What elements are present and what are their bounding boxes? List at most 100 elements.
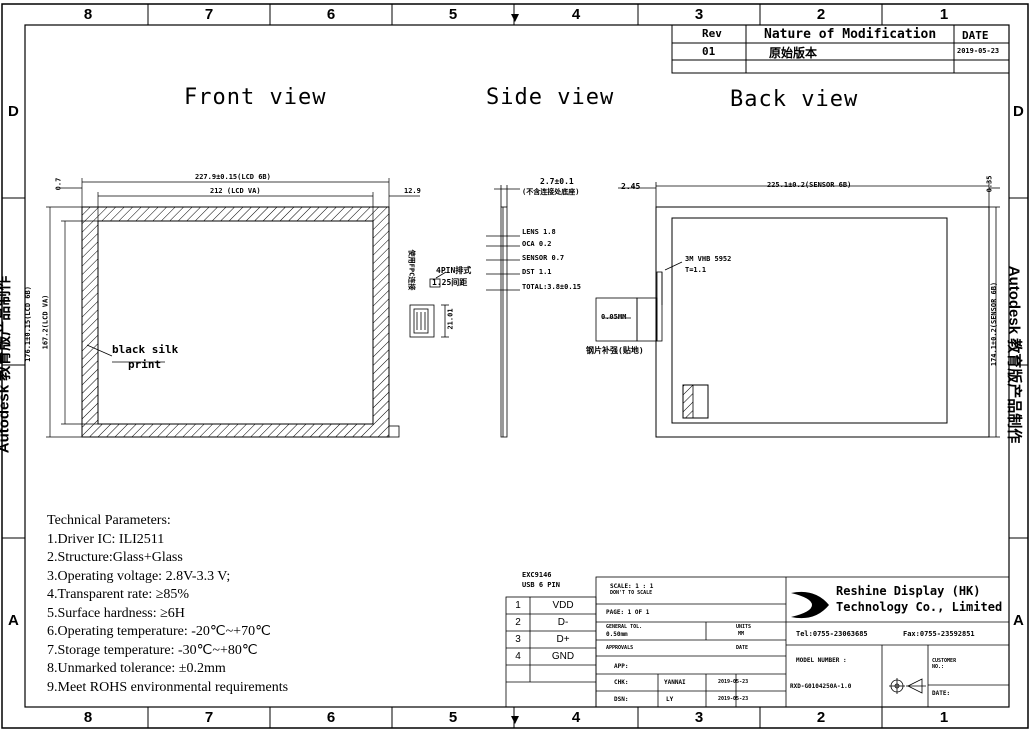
scale-note: DON'T TO SCALE: [610, 590, 653, 596]
chk-label: CHK:: [614, 679, 629, 686]
column-number: 2: [816, 6, 826, 23]
page-label: PAGE: 1 OF 1: [606, 609, 650, 616]
side-oca: OCA 0.2: [522, 240, 552, 248]
param-item: 6.Operating temperature: -20℃~+70℃: [47, 624, 271, 639]
dsn-label: DSN:: [614, 696, 629, 703]
column-number: 4: [571, 709, 581, 726]
column-number: 7: [204, 6, 214, 23]
pin-name: GND: [551, 651, 575, 662]
pinout-header-2: USB 6 PIN: [522, 581, 560, 589]
date-value: 2019-05-23: [957, 47, 1000, 55]
fpc-height: 21.01: [446, 308, 455, 330]
back-stiffener-note: 钢片补强(贴地): [586, 346, 644, 355]
units-label: UNITS: [736, 624, 752, 630]
front-va-height: 167.2(LCD VA): [41, 294, 50, 350]
pin-number: 4: [515, 651, 521, 662]
column-number: 5: [448, 6, 458, 23]
company-fax: Fax:0755-23592851: [903, 630, 975, 638]
back-tape-thickness: T=1.1: [685, 266, 707, 274]
params-title: Technical Parameters:: [47, 513, 171, 528]
pin-number: 2: [515, 617, 521, 628]
back-tape-spec: 3M VHB 5952: [685, 255, 732, 263]
front-overall-width: 227.9±0.15(LCD 6B): [195, 173, 271, 181]
column-number: 5: [448, 709, 458, 726]
param-item: 9.Meet ROHS environmental requirements: [47, 679, 289, 695]
app-label: APP:: [614, 663, 629, 670]
black-silk-label: black silk: [112, 343, 179, 356]
dsn-date: 2019-05-23: [718, 696, 749, 702]
back-right-offset: 0.35: [985, 175, 994, 193]
front-top-offset: 0.7: [54, 177, 63, 191]
company-logo: R X: [792, 599, 808, 609]
nature-header: Nature of Modification: [764, 27, 937, 42]
pinout-header-1: EXC9146: [522, 571, 552, 579]
side-total: TOTAL:3.8±0.15: [522, 283, 582, 291]
company-tel: Tel:0755-23063685: [796, 630, 868, 638]
front-va-width: 212 (LCD VA): [210, 187, 261, 195]
pin-name: D-: [557, 617, 569, 628]
column-number: 1: [939, 6, 949, 23]
print-label: print: [128, 358, 162, 371]
param-item: 4.Transparent rate: ≥85%: [47, 587, 190, 602]
param-item: 5.Surface hardness: ≥6H: [47, 605, 185, 621]
column-number: 3: [694, 709, 704, 726]
customer-no-label: CUSTOMER NO.:: [932, 658, 957, 670]
watermark-right: Autodesk 教育版产品制作: [1005, 265, 1023, 444]
units-value: MM: [738, 631, 745, 637]
param-item: 7.Storage temperature: -30℃~+80℃: [47, 642, 258, 658]
param-item: 2.Structure:Glass+Glass: [47, 550, 183, 565]
column-number: 3: [694, 6, 704, 23]
back-view-title: Back view: [730, 87, 859, 112]
model-number-value: RXD-G0104250A-1.0: [790, 683, 852, 690]
row-letter: D: [1013, 103, 1024, 120]
column-number: 2: [816, 709, 826, 726]
watermark-left: Autodesk 教育版产品制作: [0, 275, 13, 454]
pin-name: VDD: [552, 600, 574, 611]
dsn-name: LY: [666, 696, 674, 703]
pin-name: D+: [556, 634, 570, 645]
pin-number: 3: [515, 634, 521, 645]
company-name-2: Technology Co., Limited: [836, 600, 1003, 614]
front-view-title: Front view: [184, 85, 327, 110]
row-letter: A: [8, 612, 19, 629]
column-number: 8: [83, 6, 93, 23]
tolerance-value: 0.50mm: [606, 631, 628, 638]
side-sensor: SENSOR 0.7: [522, 254, 565, 262]
param-item: 8.Unmarked tolerance: ±0.2mm: [47, 661, 226, 676]
side-lens: LENS 1.8: [522, 228, 556, 236]
title-date-label: DATE:: [932, 690, 951, 697]
approvals-label: APPROVALS: [606, 645, 634, 651]
param-item: 1.Driver IC: ILI2511: [47, 531, 165, 547]
column-number: 1: [939, 709, 949, 726]
fpc-pin-label: 4PIN排式: [436, 266, 472, 275]
column-number: 7: [204, 709, 214, 726]
chk-date: 2019-05-23: [718, 679, 749, 685]
column-number: 6: [326, 6, 336, 23]
row-letter: D: [8, 103, 19, 120]
technical-parameters: Technical Parameters: 1.Driver IC: ILI25…: [47, 512, 288, 697]
company-name-1: Reshine Display (HK): [836, 584, 981, 598]
column-number: 6: [326, 709, 336, 726]
back-overall-width: 225.1±0.2(SENSOR 6B): [767, 181, 852, 189]
side-dst: DST 1.1: [522, 268, 552, 276]
front-overall-height: 176.1±0.15(LCD 6B): [23, 286, 32, 362]
back-overall-height: 174.1±0.2(SENSOR 6B): [990, 281, 999, 367]
pin-number: 1: [515, 600, 521, 611]
scale-label: SCALE: 1 : 1: [610, 583, 654, 590]
chk-name: YANNAI: [664, 679, 686, 686]
param-item: 3.Operating voltage: 2.8V-3.3 V;: [47, 568, 231, 584]
column-number: 4: [571, 6, 581, 23]
date-header: DATE: [962, 29, 989, 42]
back-fpc-thickness: 0.05MM: [601, 313, 627, 321]
model-number-label: MODEL NUMBER :: [796, 657, 847, 664]
side-view-title: Side view: [486, 85, 615, 110]
row-letter: A: [1013, 612, 1024, 629]
column-number: 8: [83, 709, 93, 726]
front-right-gap: 12.9: [404, 187, 421, 195]
tolerance-label: GENERAL TOL.: [606, 624, 643, 630]
approvals-date-label: DATE: [736, 645, 749, 651]
back-left-offset: 2.45: [621, 182, 641, 191]
nature-value: 原始版本: [769, 46, 818, 60]
side-thickness: 2.7±0.1: [540, 177, 574, 186]
rev-value: 01: [702, 45, 716, 58]
